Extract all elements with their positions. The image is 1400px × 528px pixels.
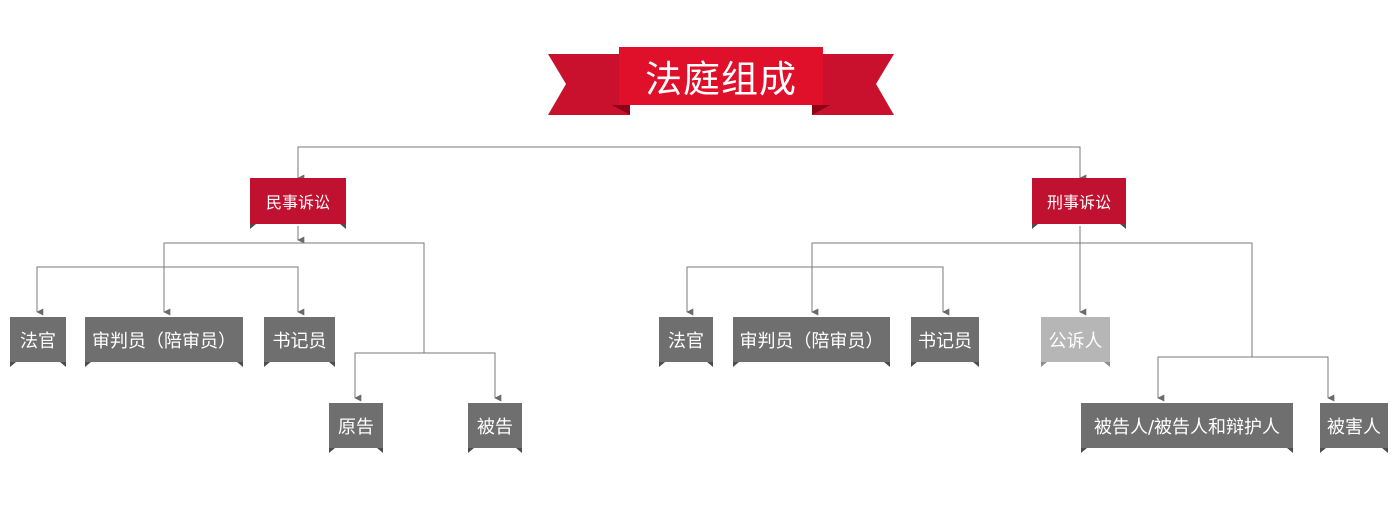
civil-node-plaintiff: 原告 bbox=[329, 403, 383, 448]
civil-node-clerk: 书记员 bbox=[264, 317, 335, 362]
criminal-node-victim: 被害人 bbox=[1320, 403, 1388, 448]
civil-node-defendant: 被告 bbox=[468, 403, 522, 448]
category-criminal-litigation: 刑事诉讼 bbox=[1032, 178, 1126, 224]
criminal-node-clerk: 书记员 bbox=[911, 317, 979, 362]
category-civil-litigation: 民事诉讼 bbox=[250, 178, 346, 224]
criminal-node-adjudicator-juror: 审判员（陪审员） bbox=[733, 317, 890, 362]
criminal-node-public-prosecutor: 公诉人 bbox=[1041, 317, 1110, 362]
title-banner bbox=[548, 47, 894, 115]
criminal-node-defendant-and-defender: 被告人/被告人和辩护人 bbox=[1081, 403, 1293, 448]
page-title: 法庭组成 bbox=[645, 58, 797, 101]
criminal-node-judge: 法官 bbox=[659, 317, 713, 362]
civil-node-adjudicator-juror: 审判员（陪审员） bbox=[85, 317, 243, 362]
civil-node-judge: 法官 bbox=[10, 317, 66, 362]
